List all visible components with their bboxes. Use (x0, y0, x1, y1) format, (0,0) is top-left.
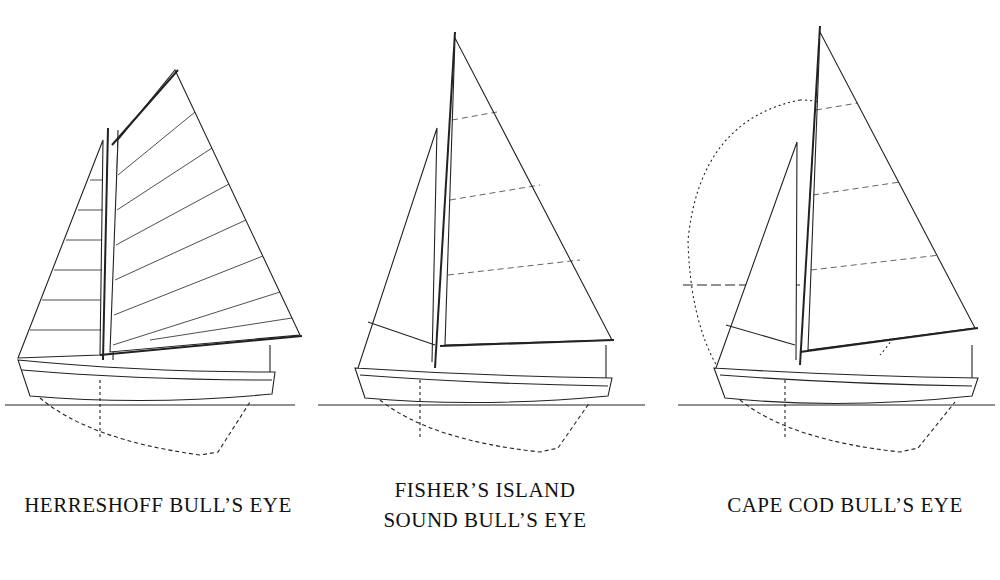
boat-caption: FISHER’S ISLAND SOUND BULL’S EYE (360, 475, 610, 535)
boat-caption: HERRESHOFF BULL’S EYE (24, 490, 292, 520)
boat-caption: CAPE COD BULL’S EYE (727, 490, 963, 520)
